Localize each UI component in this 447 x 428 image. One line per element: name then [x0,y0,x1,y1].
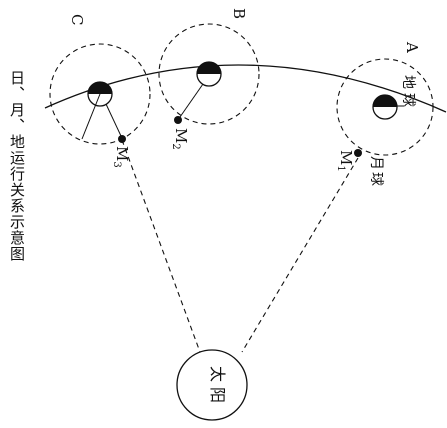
position-label-b: B [230,8,248,19]
moon-label-m1: M1 [335,150,355,172]
earth-moon-line-b [179,83,204,118]
sun [176,349,248,421]
figure-caption: 日、月、地运行关系示意图 [8,70,26,262]
moon-m3 [118,135,126,143]
moon-label-m2: M2 [170,128,190,150]
sun-line-m1 [241,157,359,353]
moon-name-2: 球 [368,172,384,186]
radius-line-c [81,93,101,140]
moon-orbit-c [49,43,151,145]
sun-label-top: 太 [208,366,227,382]
earth-moon-line-c [105,103,122,137]
sun-line-m3 [121,139,201,353]
moon-m1 [354,149,362,157]
position-label-a: A [403,41,421,53]
position-label-c: C [68,14,86,25]
earth-label-1: 地 [400,75,416,89]
moon-m2 [174,116,182,124]
earth-c-dark-half [88,82,112,94]
moon-name-1: 月 [368,156,384,170]
earth-b-dark-half [197,62,221,74]
earth-label-2: 球 [400,93,416,107]
moon-orbit-b [158,23,260,125]
earth-a-dark-half [373,95,397,107]
moon-label-m3: M3 [111,146,131,168]
moon-orbit-a [336,58,434,156]
sun-label-bottom: 阳 [208,387,227,403]
